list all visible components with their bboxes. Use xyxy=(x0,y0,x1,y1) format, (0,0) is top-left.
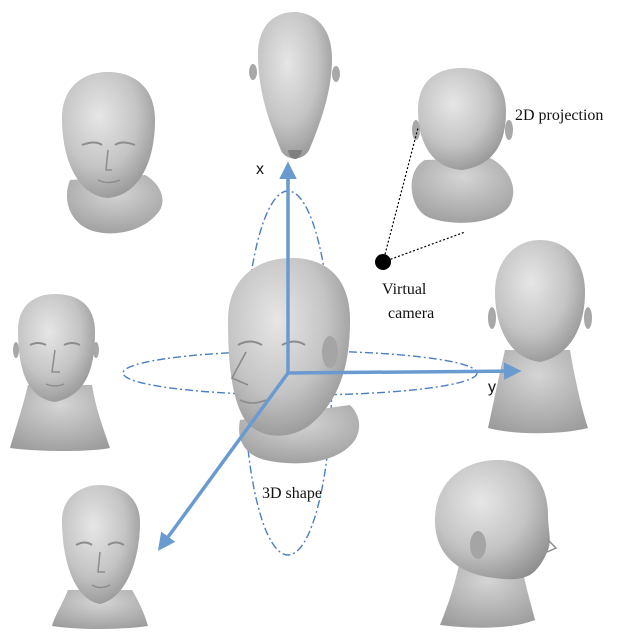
head-back-icon xyxy=(488,240,592,433)
head-3d-shape-icon xyxy=(228,258,359,463)
y-axis-label: y xyxy=(488,379,496,396)
head-front-up-icon xyxy=(52,485,148,629)
projection-line-lower xyxy=(383,232,465,262)
head-top-icon xyxy=(249,12,340,159)
shape-label: 3D shape xyxy=(262,485,322,502)
projection-label: 2D projection xyxy=(515,107,603,124)
head-front-down-icon xyxy=(62,72,162,233)
head-side-icon xyxy=(435,460,556,628)
y-axis-arrow xyxy=(288,371,518,373)
head-front-icon xyxy=(10,294,110,451)
camera-label-line2: camera xyxy=(388,305,434,322)
virtual-camera-dot xyxy=(375,254,391,270)
x-axis-label: x xyxy=(256,161,264,178)
head-back-top-icon xyxy=(412,68,514,223)
camera-label-line1: Virtual xyxy=(382,281,427,298)
